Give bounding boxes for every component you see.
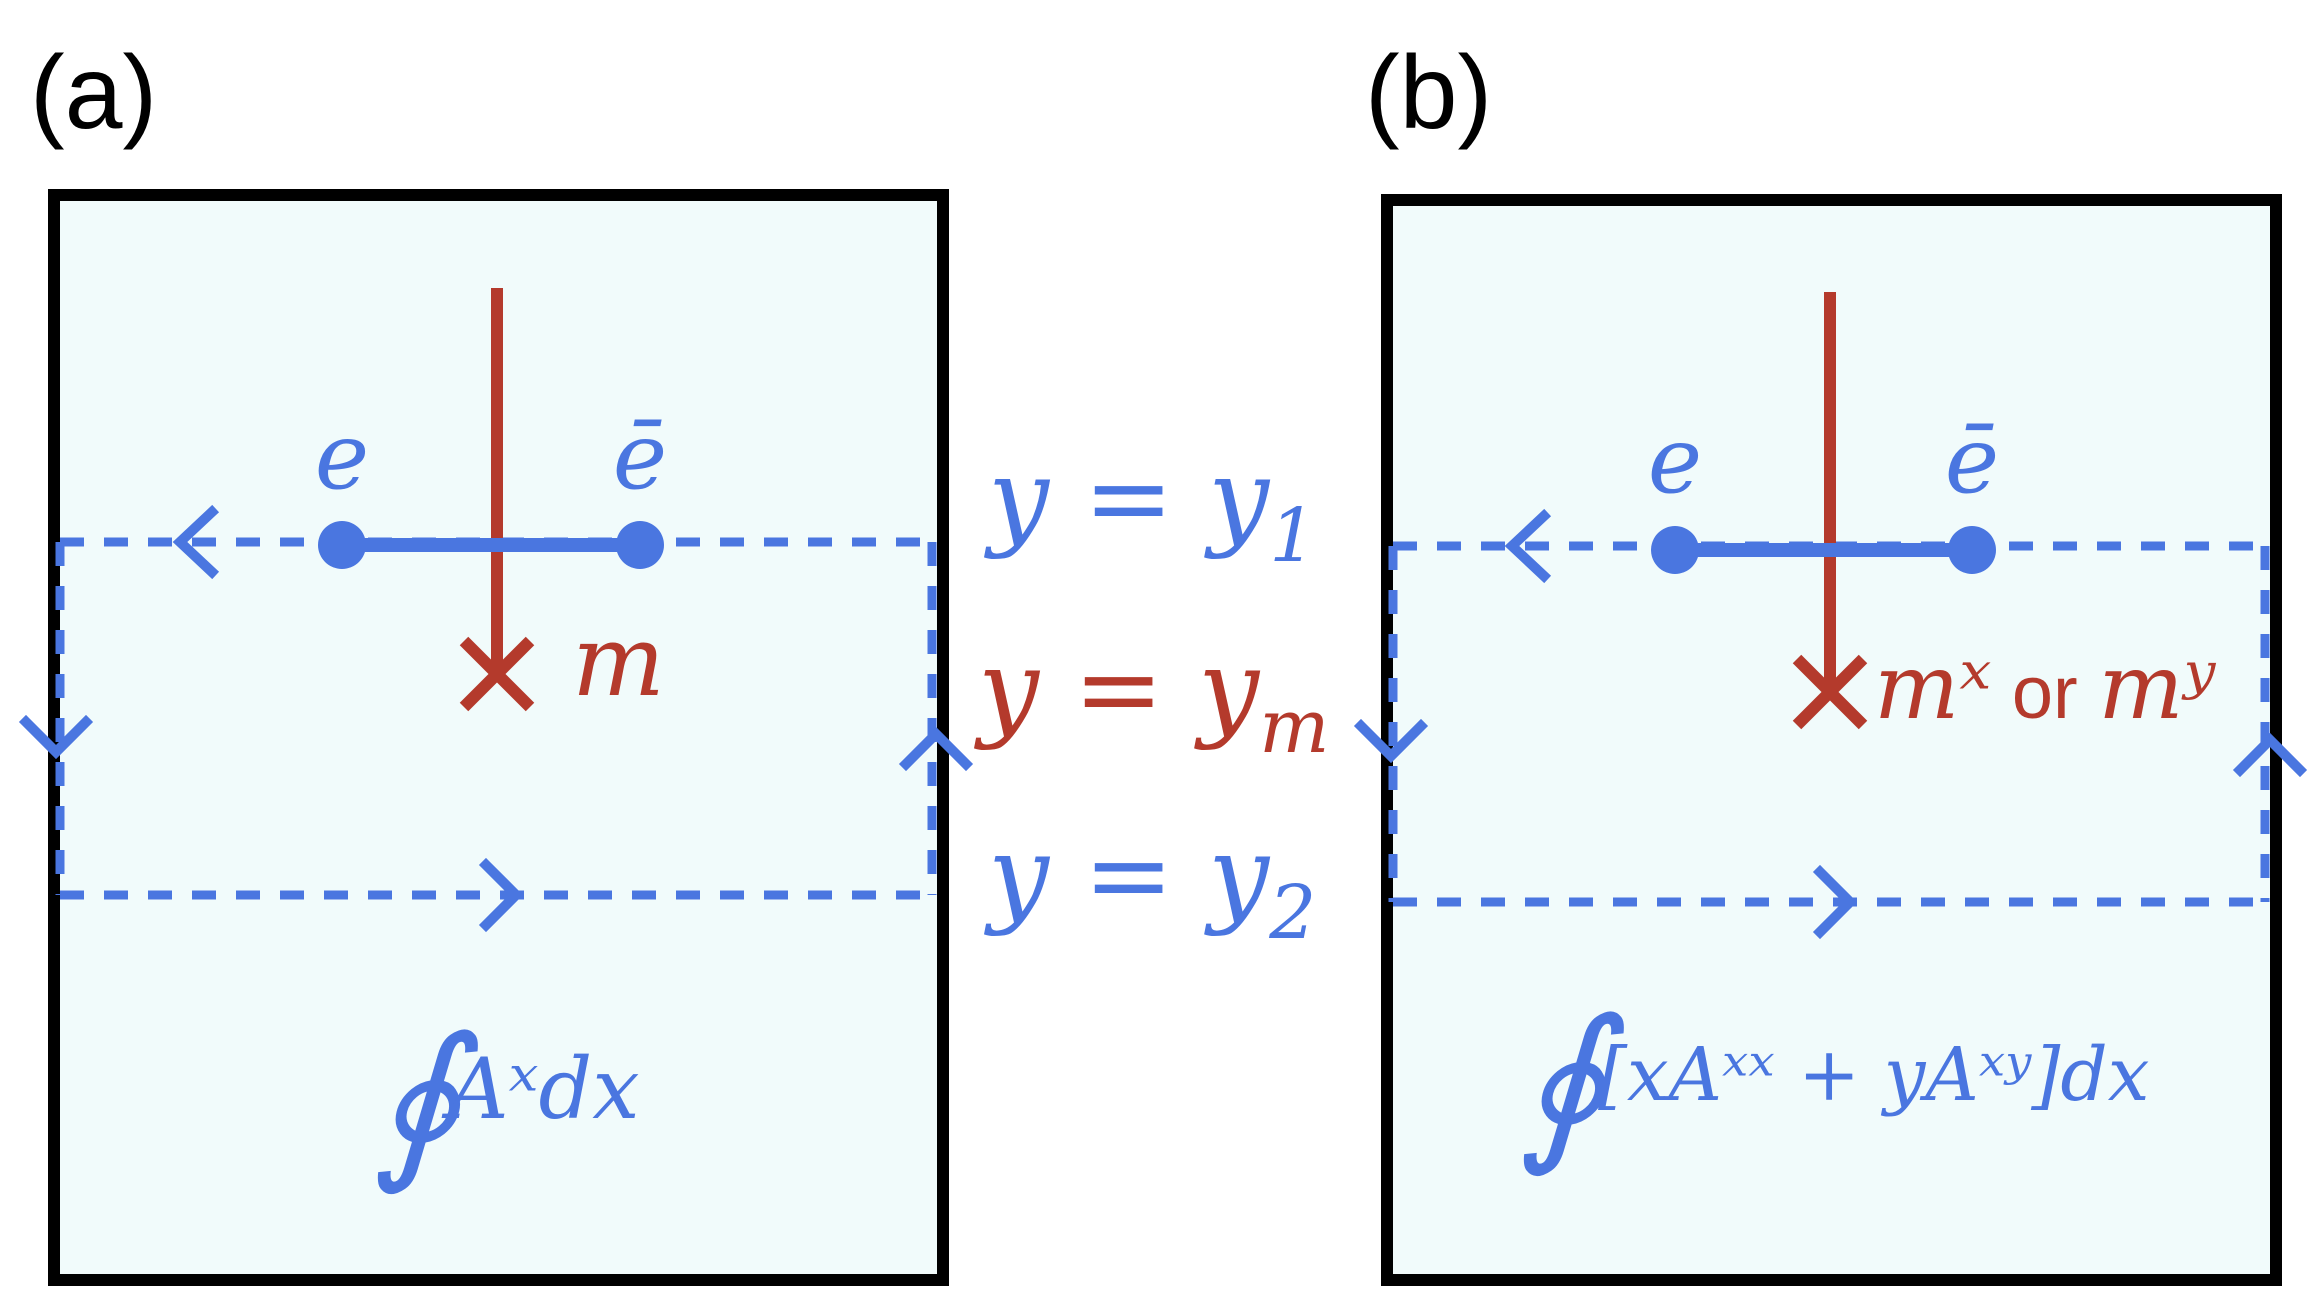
monopole-b-x: mˣ xyxy=(1874,635,1991,740)
monopole-b-label: mˣ or mʸ xyxy=(1874,635,2217,740)
panel-a-label: (a) xyxy=(30,35,157,151)
label-y1-sub: 1 xyxy=(1269,493,1316,579)
loop-a-arrow-right-icon xyxy=(478,857,524,933)
charge-ebar-b-label: ē xyxy=(1945,407,1999,514)
loop-b-arrow-right-icon xyxy=(1812,864,1858,940)
charge-ebar-b-dot xyxy=(1948,526,1996,574)
loop-a-arrow-down-icon xyxy=(18,714,94,760)
label-ym-lhs: y = y xyxy=(973,627,1261,752)
loop-b-arrow-left-icon xyxy=(1504,508,1552,584)
label-y1: y = y1 xyxy=(983,436,1316,579)
label-y1-lhs: y = y xyxy=(983,436,1271,561)
label-ym: y = ym xyxy=(973,627,1329,770)
label-y2-sub: 2 xyxy=(1268,870,1316,956)
integral-b: ∮ [xAˣˣ + yAˣʸ]dx xyxy=(1518,983,2149,1181)
charge-ebar-a-dot xyxy=(616,521,664,569)
panel-a: (a) m e ē ∮ Aˣdx xyxy=(18,35,974,1286)
monopole-b-y: mʸ xyxy=(2098,635,2216,740)
charge-e-a-label: e xyxy=(315,403,369,510)
label-y2: y = y2 xyxy=(983,813,1316,956)
monopole-a-cross-icon-2 xyxy=(459,636,535,712)
loop-a-arrow-up-icon xyxy=(898,726,974,772)
integral-a-body: Aˣdx xyxy=(441,1040,640,1138)
monopole-b-cross-icon-2 xyxy=(1792,654,1868,730)
loop-b-arrow-up-icon xyxy=(2232,732,2308,778)
panel-b-label: (b) xyxy=(1365,35,1492,151)
charge-e-b-dot xyxy=(1651,526,1699,574)
monopole-a-label: m xyxy=(572,605,665,719)
center-labels: y = y1 y = ym y = y2 xyxy=(973,436,1329,956)
label-ym-sub: m xyxy=(1259,684,1329,770)
charge-e-b-label: e xyxy=(1648,407,1702,514)
loop-b-arrow-down-icon xyxy=(1353,718,1429,764)
panel-b: (b) mˣ or mʸ e ē ∮ [xAˣˣ + yAˣʸ]dx xyxy=(1353,35,2308,1286)
charge-ebar-a-label: ē xyxy=(613,403,667,510)
integral-b-body: [xAˣˣ + yAˣʸ]dx xyxy=(1598,1032,2149,1118)
label-y2-lhs: y = y xyxy=(983,813,1271,938)
charge-e-a-dot xyxy=(318,521,366,569)
loop-a-arrow-left-icon xyxy=(172,504,220,580)
monopole-b-or: or xyxy=(1991,651,2098,734)
